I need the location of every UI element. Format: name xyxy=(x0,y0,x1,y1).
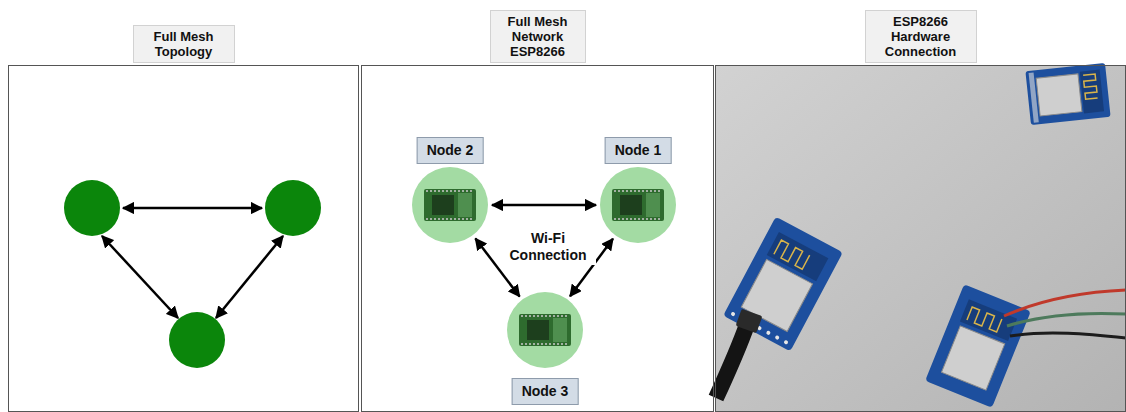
mesh-circle xyxy=(265,180,321,236)
esp-board xyxy=(925,284,1031,407)
board-antenna xyxy=(553,318,567,342)
esp-board-icon xyxy=(517,310,573,350)
figure-panel: Full Mesh Topology xyxy=(8,65,359,412)
mesh-topology-figure xyxy=(64,180,321,368)
esp-board-icon xyxy=(422,185,478,225)
board-body xyxy=(519,314,571,346)
node-label: Node 2 xyxy=(417,137,484,164)
board-antenna xyxy=(458,193,472,217)
board-body xyxy=(612,189,664,221)
text-holder: ESP8266 Hardware Connection xyxy=(716,10,1125,63)
usb-cable xyxy=(716,322,748,398)
wire xyxy=(1010,333,1126,338)
board-pins xyxy=(614,191,662,219)
connection-label: Wi-Fi Connection xyxy=(500,229,596,265)
usb-plug xyxy=(736,309,763,333)
board-chip xyxy=(620,195,642,215)
esp-node-circle: Node 2 xyxy=(412,167,488,243)
board-antenna xyxy=(646,193,660,217)
hardware-photo xyxy=(715,63,1126,412)
esp-node-circle: Node 1 xyxy=(600,167,676,243)
board-body xyxy=(424,189,476,221)
text-holder: Node 3 xyxy=(512,378,579,405)
node-label: Node 3 xyxy=(512,378,579,405)
text-holder: Node 2 xyxy=(417,137,484,164)
text-holder: Node 1 xyxy=(605,137,672,164)
esp-board-icon xyxy=(610,185,666,225)
panel-heading: Full Mesh Network ESP8266 xyxy=(490,10,586,63)
text-holder: Full Mesh Network ESP8266 xyxy=(362,10,713,63)
wifi-link-arrow xyxy=(492,204,596,207)
mesh-arrow xyxy=(102,236,178,318)
text-holder: Full Mesh Topology xyxy=(9,25,358,63)
mesh-arrow xyxy=(216,236,283,318)
wire xyxy=(1007,313,1126,326)
panel-heading: ESP8266 Hardware Connection xyxy=(865,10,977,63)
node-label: Node 1 xyxy=(605,137,672,164)
mesh-circle xyxy=(169,312,225,368)
board-pins xyxy=(521,316,569,344)
board-pins xyxy=(426,191,474,219)
board-chip xyxy=(432,195,454,215)
board-chip xyxy=(527,320,549,340)
panel-heading: Full Mesh Topology xyxy=(133,25,235,63)
esp-node-circle: Node 3 xyxy=(507,292,583,368)
mesh-circle xyxy=(64,180,120,236)
esp-board xyxy=(1025,63,1110,125)
text-holder: Wi-Fi Connection xyxy=(500,229,596,265)
mesh-arrow xyxy=(123,207,262,210)
figure-panel: ESP8266 Hardware Connection xyxy=(715,65,1126,412)
